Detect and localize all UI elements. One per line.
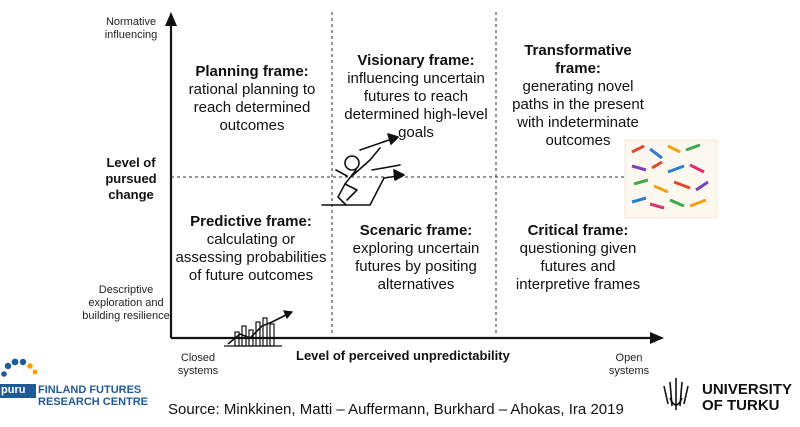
ffrc-logo-line1: FINLAND FUTURES <box>38 384 141 396</box>
y-axis-top-label: Normative influencing <box>92 16 170 42</box>
critical-frame-description: questioning given futures and interpreti… <box>503 240 653 294</box>
turku-emblem <box>664 378 688 410</box>
predictive-frame: Predictive frame: calculating or assessi… <box>175 213 327 285</box>
scenaric-frame-title: Scenaric frame: <box>336 222 496 240</box>
colorful-arrows-illustration <box>625 140 717 218</box>
x-axis-title: Level of perceived unpredictability <box>296 348 556 363</box>
x-axis-arrow-head <box>650 332 664 344</box>
scenaric-frame-description: exploring uncertain futures by positing … <box>336 240 496 294</box>
planning-frame-description: rational planning to reach determined ou… <box>172 81 332 135</box>
scenaric-frame: Scenaric frame: exploring uncertain futu… <box>336 222 496 294</box>
transformative-frame-description: generating novel paths in the present wi… <box>503 78 653 150</box>
transformative-frame-title: Transformative frame: <box>503 42 653 78</box>
planning-frame-title: Planning frame: <box>172 63 332 81</box>
turku-logo-line1: UNIVERSITY <box>702 382 798 398</box>
predictive-frame-description: calculating or assessing probabilities o… <box>175 231 327 285</box>
critical-frame-title: Critical frame: <box>503 222 653 240</box>
planning-frame: Planning frame: rational planning to rea… <box>172 63 332 135</box>
visionary-frame-description: influencing uncertain futures to reach d… <box>336 70 496 142</box>
x-axis-left-label: Closed systems <box>172 352 224 378</box>
climbing-figure-illustration <box>322 134 404 205</box>
predictive-frame-title: Predictive frame: <box>175 213 327 231</box>
ffrc-logo-partial: puru <box>1 384 25 396</box>
ffrc-logo-line2: RESEARCH CENTRE <box>38 396 148 408</box>
visionary-frame: Visionary frame: influencing uncertain f… <box>336 52 496 142</box>
transformative-frame: Transformative frame: generating novel p… <box>503 42 653 150</box>
y-axis-title: Level of pursued change <box>92 155 170 203</box>
x-axis-right-label: Open systems <box>594 352 664 378</box>
chart-sketch-illustration <box>224 311 292 346</box>
visionary-frame-title: Visionary frame: <box>336 52 496 70</box>
critical-frame: Critical frame: questioning given future… <box>503 222 653 294</box>
turku-logo-line2: OF TURKU <box>702 398 798 414</box>
y-axis-bottom-label: Descriptive exploration and building res… <box>82 284 170 323</box>
university-of-turku-logo: UNIVERSITY OF TURKU <box>702 382 798 414</box>
source-citation: Source: Minkkinen, Matti – Auffermann, B… <box>168 401 648 418</box>
